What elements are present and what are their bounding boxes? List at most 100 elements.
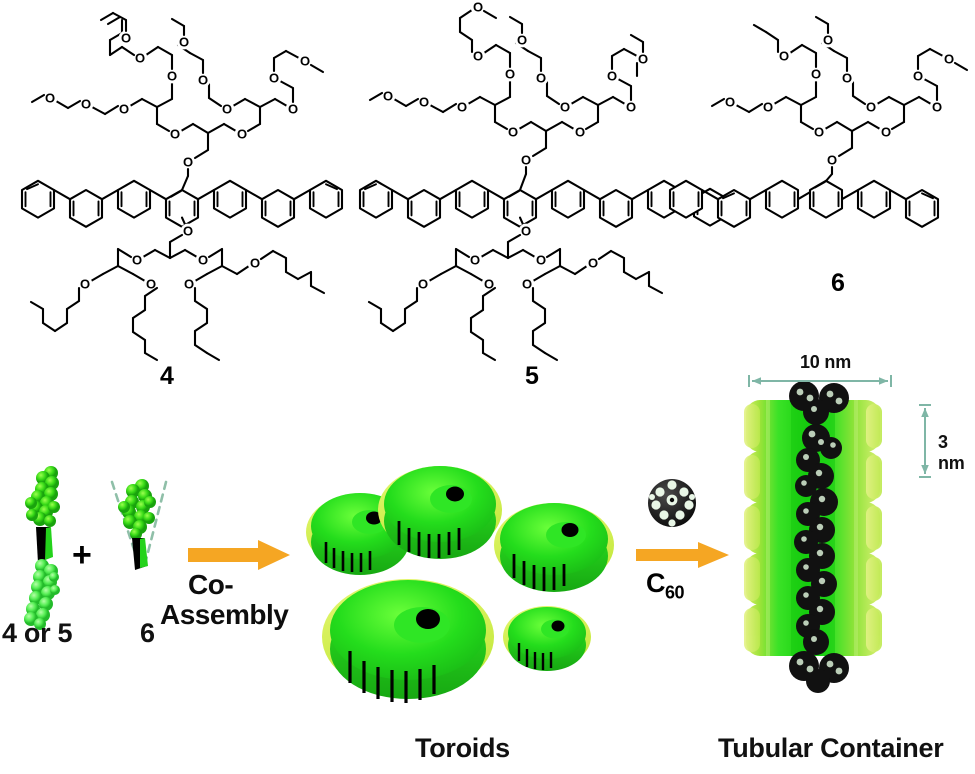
svg-text:O: O <box>170 127 180 142</box>
svg-text:O: O <box>932 100 942 115</box>
space-filling-molecule-icon <box>24 466 60 630</box>
tubular-container-icon <box>744 381 882 693</box>
compound-label-6: 6 <box>831 269 845 297</box>
svg-text:O: O <box>842 71 852 86</box>
encapsulated-c60-column <box>789 381 849 693</box>
svg-text:O: O <box>588 256 598 271</box>
svg-text:O: O <box>269 71 279 86</box>
molecule-4-svg: O O O O O O O O O O O O O O O <box>20 11 344 362</box>
fullerene-c60-icon <box>648 479 696 527</box>
svg-text:O: O <box>560 100 570 115</box>
svg-text:O: O <box>419 95 429 110</box>
svg-text:O: O <box>536 71 546 86</box>
height-dimension-arrow <box>918 402 932 480</box>
c60-arrow <box>634 540 734 570</box>
toroids-label: Toroids <box>415 733 510 763</box>
svg-text:O: O <box>913 69 923 84</box>
svg-text:O: O <box>132 253 142 268</box>
coassembly-label-line2: Assembly <box>160 599 289 630</box>
molecule-6-svg: O O O O O O O O O O O O O <box>668 15 969 228</box>
dimension-arrow-icon <box>748 375 892 387</box>
compound-label-4: 4 <box>160 362 174 390</box>
svg-text:O: O <box>121 31 131 46</box>
svg-text:O: O <box>167 69 177 84</box>
c60-label: C60 <box>646 568 685 603</box>
reactant-label-4or5: 4 or 5 <box>2 618 73 648</box>
molecule-model-4or5 <box>18 465 78 640</box>
svg-text:O: O <box>184 277 194 292</box>
svg-text:O: O <box>484 277 494 292</box>
svg-text:O: O <box>517 33 527 48</box>
svg-text:O: O <box>198 73 208 88</box>
toroid-icon <box>306 493 414 575</box>
right-arrow-icon <box>188 540 290 570</box>
svg-text:O: O <box>183 155 193 170</box>
molecule-model-6 <box>100 468 180 618</box>
svg-text:O: O <box>638 52 648 67</box>
svg-text:O: O <box>222 102 232 117</box>
right-arrow-icon <box>636 542 729 568</box>
toroids-svg <box>306 466 614 703</box>
plus-sign: + <box>72 536 92 574</box>
svg-text:O: O <box>179 35 189 50</box>
tubular-container-label: Tubular Container <box>718 733 944 763</box>
svg-text:O: O <box>827 153 837 168</box>
svg-text:O: O <box>119 102 129 117</box>
molecule-6-structure: O O O O O O O O O O O O O <box>668 0 975 230</box>
svg-text:O: O <box>626 100 636 115</box>
svg-text:O: O <box>250 256 260 271</box>
toroid-icon <box>378 466 502 559</box>
toroid-icon <box>503 606 591 671</box>
svg-text:O: O <box>866 100 876 115</box>
c60-label-sub: 60 <box>665 582 685 603</box>
svg-text:O: O <box>521 224 531 239</box>
svg-text:O: O <box>522 277 532 292</box>
molecule-5-structure: O O O O O O O O O O O O O O O <box>338 0 728 362</box>
svg-text:O: O <box>146 277 156 292</box>
svg-text:O: O <box>823 33 833 48</box>
svg-text:O: O <box>575 125 585 140</box>
molecule-4-structure: O O O O O O O O O O O O O O O <box>0 0 344 362</box>
svg-text:O: O <box>779 49 789 64</box>
pentaphenyl-backbone <box>20 174 344 233</box>
reactant-label-6: 6 <box>140 618 155 648</box>
toroid-icon <box>494 503 614 592</box>
svg-text:O: O <box>300 54 310 69</box>
c60-label-main: C <box>646 568 666 598</box>
svg-text:O: O <box>881 125 891 140</box>
svg-text:O: O <box>536 253 546 268</box>
svg-text:O: O <box>473 0 483 15</box>
molecule-5-svg: O O O O O O O O O O O O O O O <box>358 0 728 362</box>
toroids-group <box>306 455 630 715</box>
svg-text:O: O <box>81 97 91 112</box>
svg-text:O: O <box>470 253 480 268</box>
coassembly-label-line1: Co- <box>188 569 234 600</box>
pentaphenyl-backbone-6 <box>668 172 940 228</box>
toroid-icon <box>322 579 494 703</box>
width-dimension-label: 10 nm <box>800 352 852 372</box>
svg-text:O: O <box>508 125 518 140</box>
svg-text:O: O <box>45 91 55 106</box>
tubular-container <box>736 378 921 723</box>
svg-text:O: O <box>505 67 515 82</box>
svg-text:O: O <box>288 102 298 117</box>
svg-text:O: O <box>944 52 954 67</box>
svg-text:O: O <box>135 51 145 66</box>
width-dimension-arrow <box>746 374 894 388</box>
dimension-arrow-icon <box>919 404 931 478</box>
svg-text:O: O <box>383 89 393 104</box>
coassembly-arrow <box>186 538 296 572</box>
svg-text:O: O <box>607 69 617 84</box>
c60-molecule <box>644 475 700 531</box>
height-dimension-label: 3 nm <box>938 432 965 473</box>
svg-text:O: O <box>418 277 428 292</box>
svg-text:O: O <box>80 277 90 292</box>
svg-text:O: O <box>457 100 467 115</box>
svg-text:O: O <box>473 49 483 64</box>
svg-text:O: O <box>814 125 824 140</box>
space-filling-molecule-icon-6 <box>110 479 168 570</box>
svg-text:O: O <box>237 127 247 142</box>
svg-text:O: O <box>183 224 193 239</box>
compound-label-5: 5 <box>525 362 539 390</box>
